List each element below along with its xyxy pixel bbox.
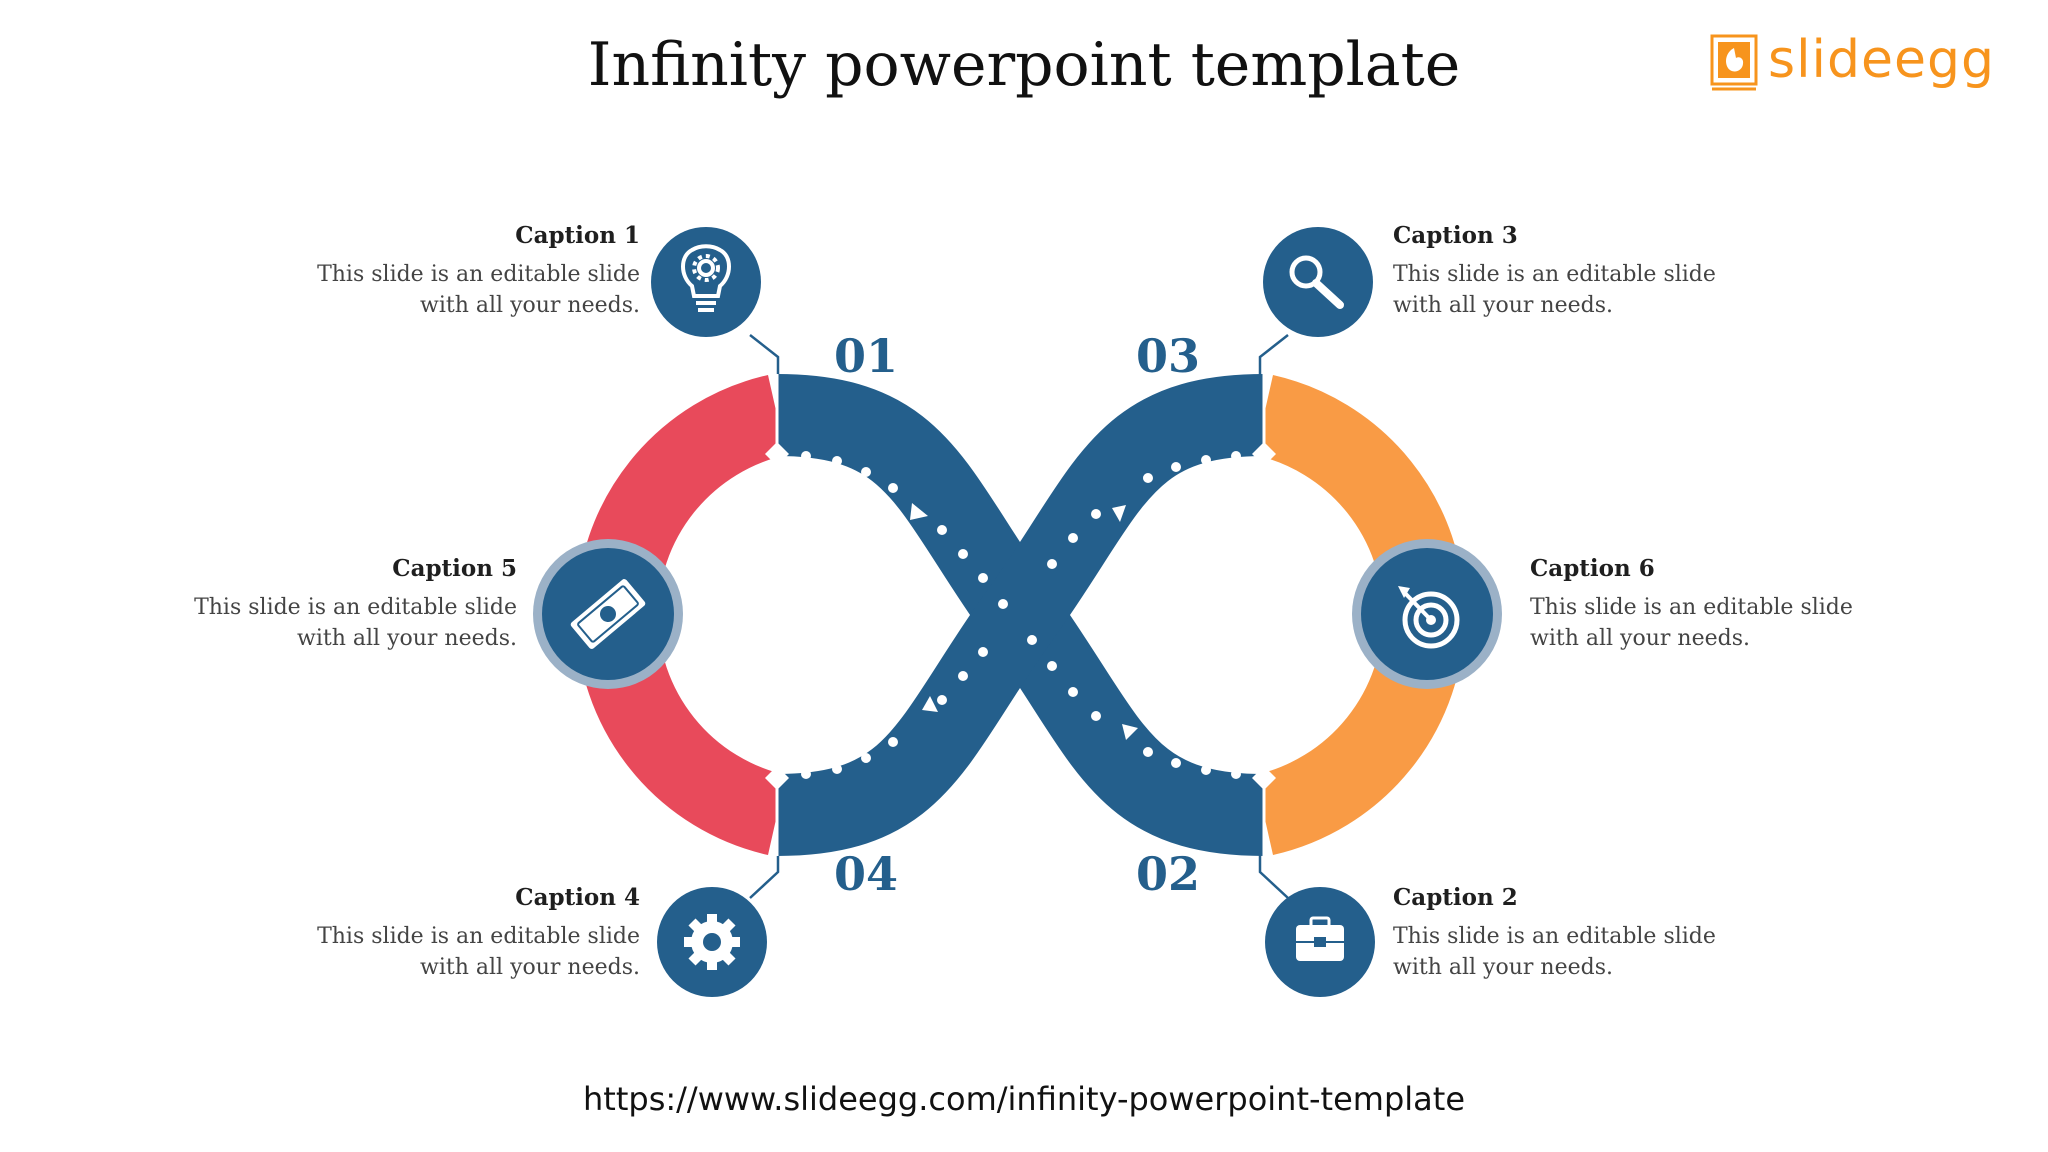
step-number-01: 01 bbox=[834, 329, 898, 383]
briefcase-icon bbox=[1296, 916, 1344, 961]
gear-icon bbox=[684, 914, 740, 970]
blue-band-up bbox=[776, 374, 1265, 856]
caption-6-text-line1: This slide is an editable slide bbox=[1530, 595, 1853, 620]
step-number-02: 02 bbox=[1136, 847, 1200, 901]
caption-1: Caption 1 This slide is an editable slid… bbox=[220, 222, 640, 321]
direction-arrows bbox=[910, 503, 1138, 740]
slide-title: Infinity powerpoint template bbox=[587, 30, 1461, 100]
money-icon bbox=[570, 579, 646, 649]
caption-5-text-line2: with all your needs. bbox=[297, 626, 517, 651]
caption-3: Caption 3 This slide is an editable slid… bbox=[1393, 222, 1813, 321]
slideegg-logo-icon bbox=[1710, 34, 1758, 91]
caption-2-text-line1: This slide is an editable slide bbox=[1393, 924, 1716, 949]
caption-4: Caption 4 This slide is an editable slid… bbox=[220, 884, 640, 983]
caption-4-title: Caption 4 bbox=[515, 884, 640, 911]
caption-3-title: Caption 3 bbox=[1393, 222, 1518, 249]
caption-4-text-line1: This slide is an editable slide bbox=[317, 924, 640, 949]
caption-1-badge bbox=[651, 227, 761, 337]
caption-6-text-line2: with all your needs. bbox=[1530, 626, 1750, 651]
caption-2-badge bbox=[1265, 887, 1375, 997]
caption-3-badge bbox=[1263, 227, 1373, 337]
caption-1-text-line2: with all your needs. bbox=[420, 293, 640, 318]
caption-3-text-line1: This slide is an editable slide bbox=[1393, 262, 1716, 287]
caption-6: Caption 6 This slide is an editable slid… bbox=[1530, 555, 1950, 654]
slideegg-logo: slideegg bbox=[1710, 30, 2030, 94]
caption-2: Caption 2 This slide is an editable slid… bbox=[1393, 884, 1813, 983]
target-icon bbox=[1398, 586, 1460, 649]
caption-4-badge bbox=[657, 887, 767, 997]
caption-2-title: Caption 2 bbox=[1393, 884, 1518, 911]
step-number-04: 04 bbox=[834, 847, 898, 901]
caption-5-badge bbox=[533, 539, 683, 689]
caption-5: Caption 5 This slide is an editable slid… bbox=[97, 555, 517, 654]
caption-6-title: Caption 6 bbox=[1530, 555, 1655, 582]
caption-4-text-line2: with all your needs. bbox=[420, 955, 640, 980]
caption-2-text-line2: with all your needs. bbox=[1393, 955, 1613, 980]
caption-5-text-line1: This slide is an editable slide bbox=[194, 595, 517, 620]
caption-6-badge bbox=[1352, 539, 1502, 689]
source-url[interactable]: https://www.slideegg.com/infinity-powerp… bbox=[583, 1080, 1465, 1118]
caption-3-text-line2: with all your needs. bbox=[1393, 293, 1613, 318]
caption-1-text-line1: This slide is an editable slide bbox=[317, 262, 640, 287]
caption-1-title: Caption 1 bbox=[515, 222, 640, 249]
magnifier-icon bbox=[1289, 255, 1344, 309]
caption-5-title: Caption 5 bbox=[392, 555, 517, 582]
lightbulb-gear-icon bbox=[681, 244, 731, 312]
step-number-03: 03 bbox=[1136, 329, 1200, 383]
logo-wordmark: slideegg bbox=[1768, 30, 1995, 90]
road-dots bbox=[801, 451, 1241, 779]
